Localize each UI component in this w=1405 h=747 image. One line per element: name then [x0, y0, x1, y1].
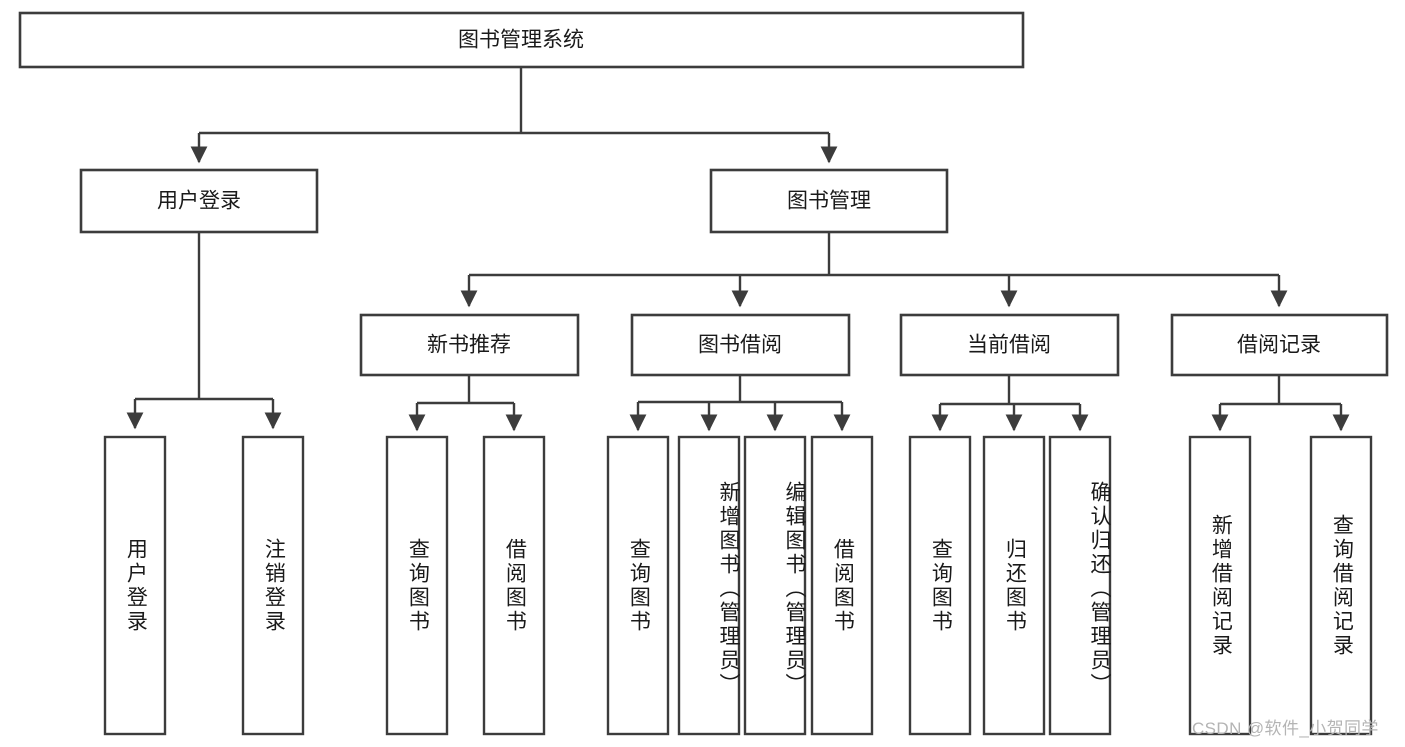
- connector-current-borrow-to-leaves: [931, 375, 1089, 432]
- leaf-box-add-borrow-record[interactable]: [1188, 435, 1252, 736]
- leaf-box-borrow-book-bb[interactable]: [810, 435, 874, 736]
- leaf-box-add-book-admin[interactable]: [677, 435, 741, 736]
- csdn-watermark: CSDN @软件_小贺同学: [1192, 719, 1379, 738]
- leaf-box-borrow-book-nbr[interactable]: [482, 435, 546, 736]
- connector-root-to-level2: [190, 67, 838, 164]
- node-root-label: 图书管理系统: [458, 29, 584, 52]
- node-borrow-record-box[interactable]: [1170, 313, 1389, 377]
- leaf-box-logout[interactable]: [241, 435, 305, 736]
- node-book-manage-label: 图书管理: [787, 190, 871, 213]
- leaf-box-query-borrow-record[interactable]: [1309, 435, 1373, 736]
- node-book-borrow-label: 图书借阅: [698, 334, 782, 357]
- node-book-borrow[interactable]: 图书借阅: [630, 313, 851, 377]
- connector-new-book-recommend-to-leaves: [408, 375, 523, 432]
- connector-user-login-to-leaves: [126, 232, 282, 430]
- node-current-borrow-label: 当前借阅: [967, 334, 1051, 357]
- node-borrow-record[interactable]: 借阅记录: [1170, 313, 1389, 377]
- node-current-borrow-box[interactable]: [899, 313, 1120, 377]
- leaf-box-query-book-bb[interactable]: [606, 435, 670, 736]
- node-root-box[interactable]: [18, 11, 1025, 69]
- connector-book-borrow-to-leaves: [629, 375, 851, 432]
- leaf-boxes: [103, 435, 1373, 736]
- leaf-box-query-book-nbr[interactable]: [385, 435, 449, 736]
- node-book-manage[interactable]: 图书管理: [709, 168, 949, 234]
- leaf-box-edit-book-admin[interactable]: [743, 435, 807, 736]
- node-book-manage-box[interactable]: [709, 168, 949, 234]
- leaf-box-return-book[interactable]: [982, 435, 1046, 736]
- connector-borrow-record-to-leaves: [1211, 375, 1350, 432]
- node-user-login-label: 用户登录: [157, 190, 241, 213]
- node-borrow-record-label: 借阅记录: [1237, 334, 1321, 357]
- node-user-login[interactable]: 用户登录: [79, 168, 319, 234]
- leaf-box-confirm-return-admin[interactable]: [1048, 435, 1112, 736]
- leaf-box-user-login[interactable]: [103, 435, 167, 736]
- node-new-book-recommend-box[interactable]: [359, 313, 580, 377]
- node-root[interactable]: 图书管理系统: [18, 11, 1025, 69]
- leaf-box-query-book-cb[interactable]: [908, 435, 972, 736]
- node-new-book-recommend[interactable]: 新书推荐: [359, 313, 580, 377]
- node-new-book-recommend-label: 新书推荐: [427, 334, 511, 357]
- connector-book-manage-to-level3: [460, 232, 1288, 308]
- node-book-borrow-box[interactable]: [630, 313, 851, 377]
- node-current-borrow[interactable]: 当前借阅: [899, 313, 1120, 377]
